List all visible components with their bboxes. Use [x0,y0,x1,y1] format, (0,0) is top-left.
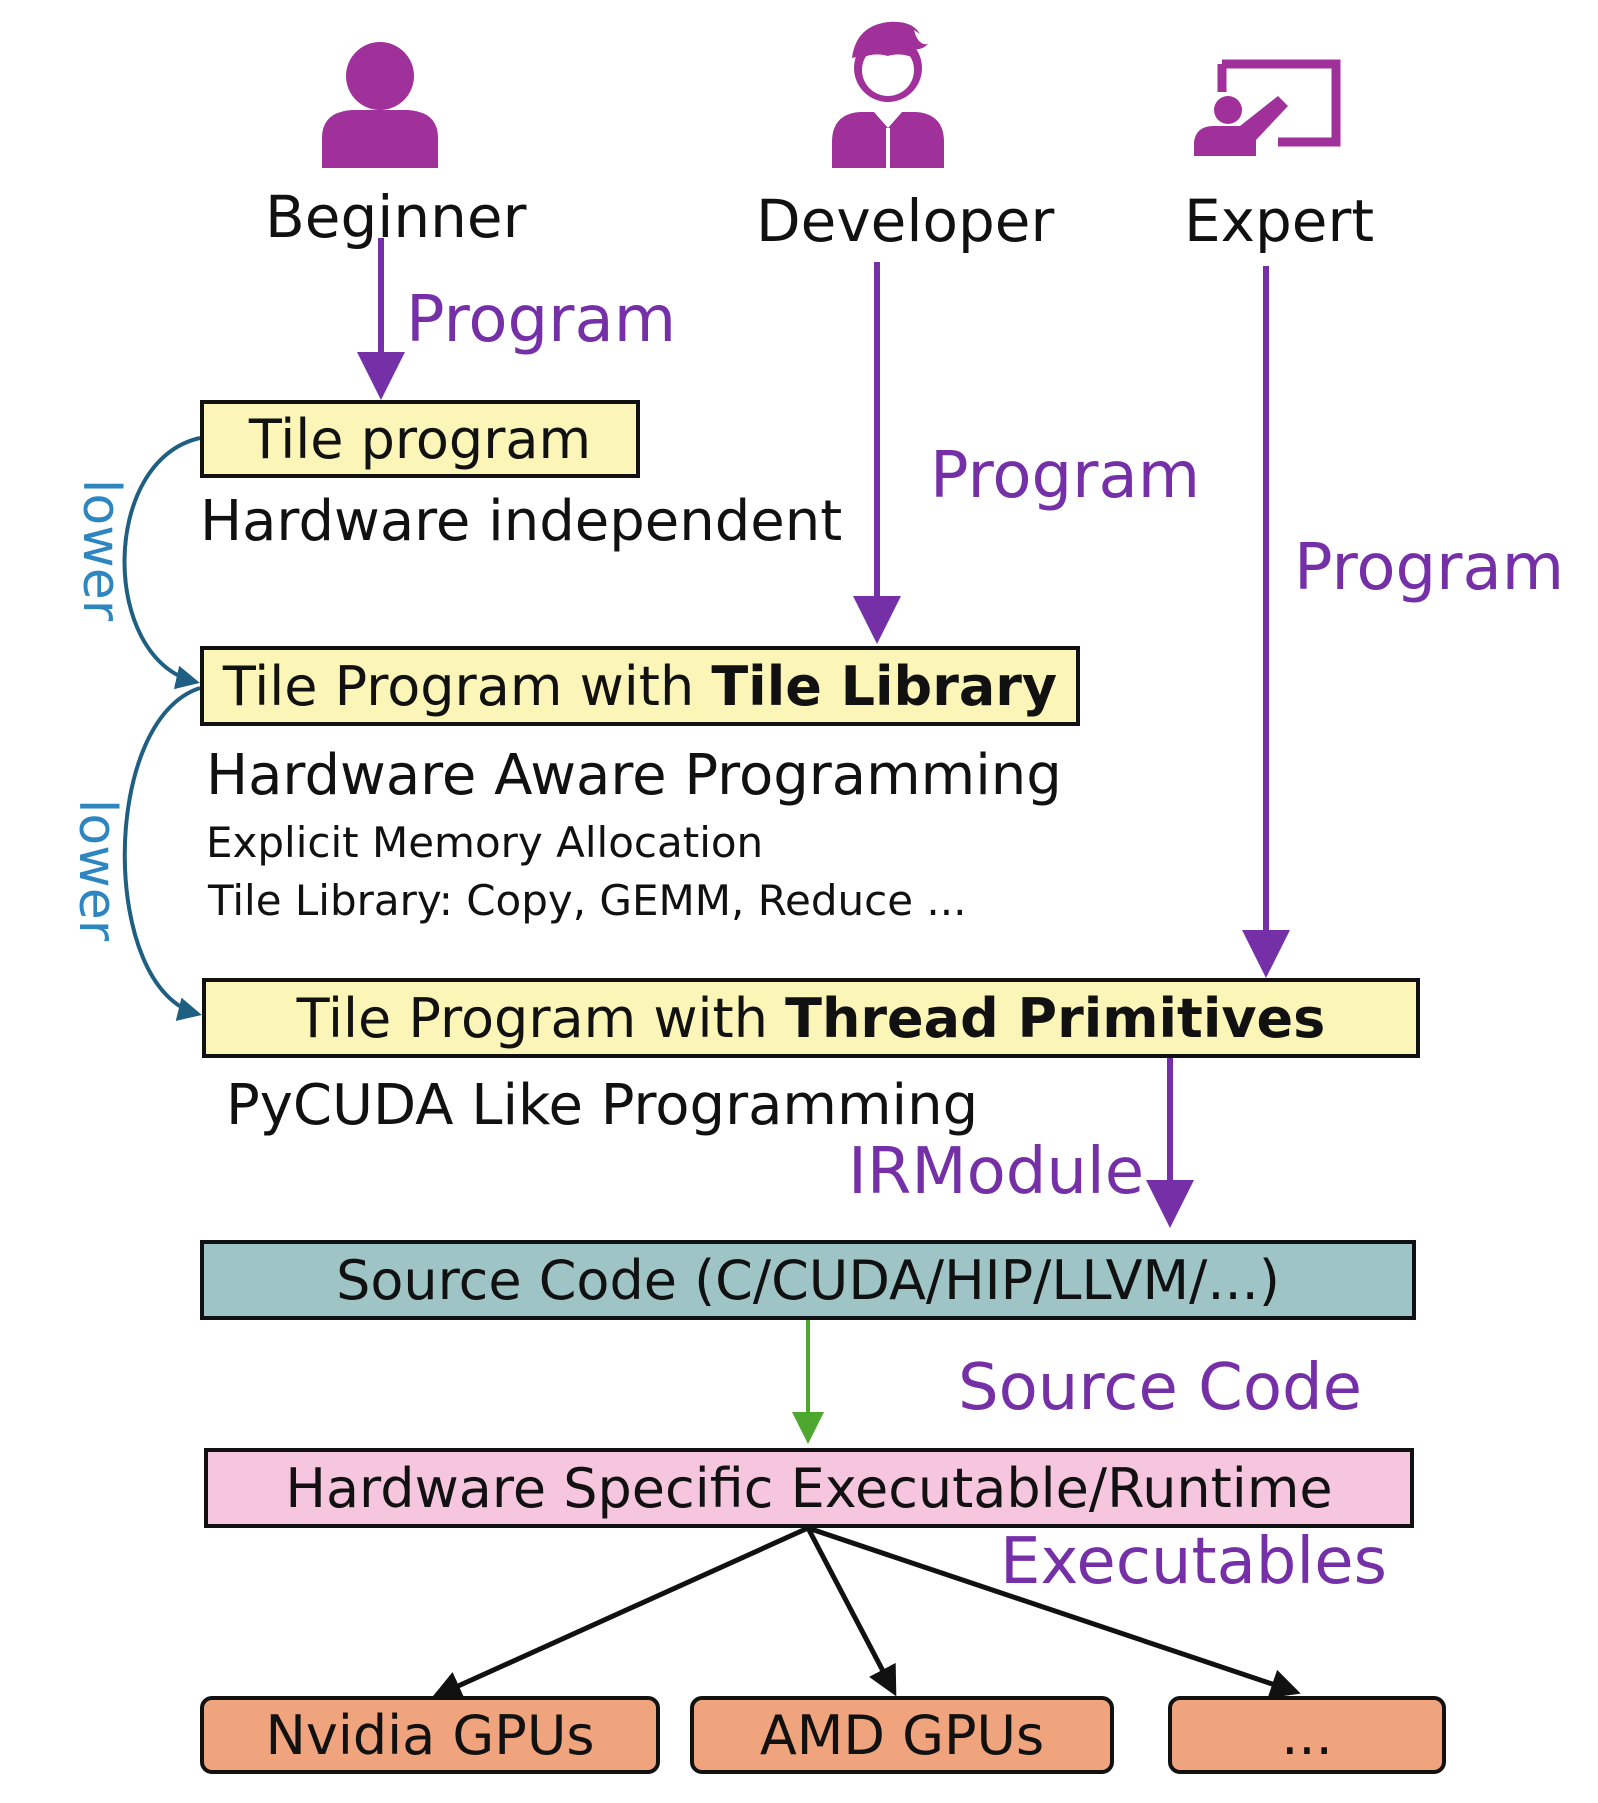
lower-label-2: lower [67,798,128,942]
developer-icon [832,21,944,168]
source-code-label: Source Code [958,1351,1362,1425]
expert-program-label: Program [1294,531,1565,605]
thread-primitives-box: Tile Program with Thread Primitives [202,978,1420,1058]
thread-bold: Thread Primitives [785,986,1326,1050]
developer-label: Developer [756,187,1055,255]
runtime-box-label: Hardware Specific Executable/Runtime [285,1456,1333,1520]
tile-library-prefix: Tile Program with [222,654,712,718]
nvidia-arrow [431,1525,810,1700]
more-arrow [807,1525,1301,1699]
more-targets-box: ... [1168,1696,1446,1774]
runtime-box: Hardware Specific Executable/Runtime [204,1448,1414,1528]
beginner-label: Beginner [265,183,527,251]
tile-library-bold: Tile Library [711,654,1058,718]
lower-curve-2 [122,686,202,1021]
amd-gpus-box: AMD GPUs [690,1696,1114,1774]
person-icon [322,42,438,168]
source-code-box: Source Code (C/CUDA/HIP/LLVM/...) [200,1240,1416,1320]
thread-prefix: Tile Program with [296,986,786,1050]
hardware-aware-note: Hardware Aware Programming [206,743,1062,808]
amd-gpus-label: AMD GPUs [759,1703,1045,1767]
tile-library-ops-note: Tile Library: Copy, GEMM, Reduce ... [208,876,967,925]
lower-curve-1 [122,436,201,690]
tile-program-label: Tile program [248,407,592,471]
developer-program-label: Program [930,439,1201,513]
nvidia-gpus-box: Nvidia GPUs [200,1696,660,1774]
amd-arrow [805,1526,897,1697]
tile-program-box: Tile program [200,400,640,478]
lower-label-1: lower [71,478,132,622]
executables-label: Executables [1000,1525,1387,1599]
expert-label: Expert [1184,187,1375,255]
beginner-program-label: Program [406,283,677,357]
presenter-icon [1194,59,1341,156]
source-code-box-label: Source Code (C/CUDA/HIP/LLVM/...) [336,1248,1280,1312]
irmodule-label: IRModule [848,1135,1145,1209]
tile-library-box: Tile Program with Tile Library [200,646,1080,726]
nvidia-gpus-label: Nvidia GPUs [265,1703,595,1767]
hardware-independent-note: Hardware independent [200,489,843,554]
more-targets-label: ... [1281,1703,1333,1767]
pycuda-note: PyCUDA Like Programming [226,1073,979,1138]
explicit-memory-note: Explicit Memory Allocation [206,818,764,867]
